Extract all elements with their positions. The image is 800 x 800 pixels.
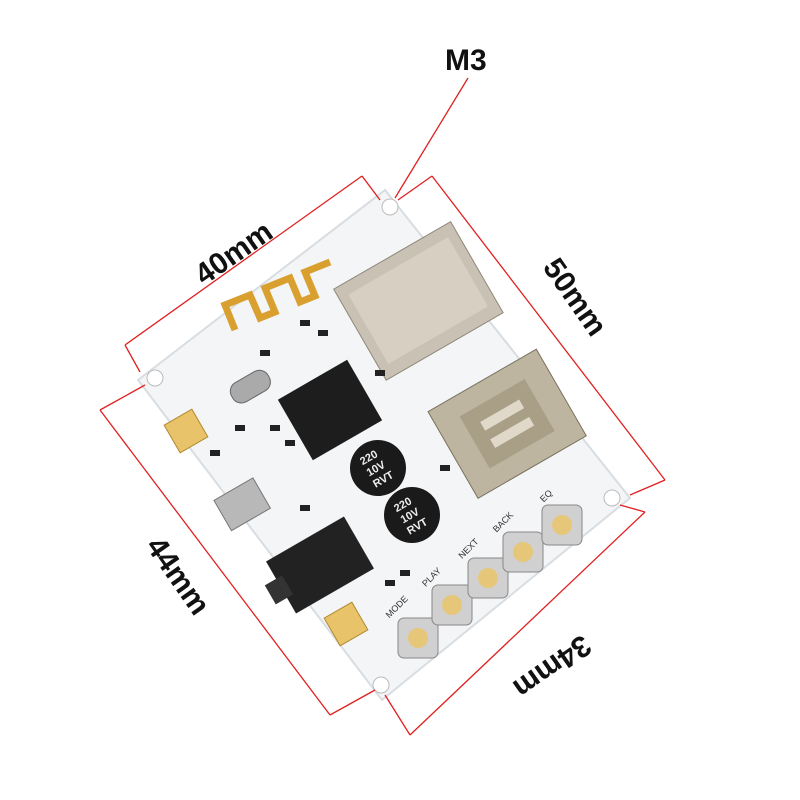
button-next[interactable]: NEXT [457, 536, 509, 599]
mount-hole-left [146, 369, 164, 387]
micro-usb-port [213, 477, 272, 532]
sd-card-slot [333, 221, 504, 381]
capacitor-1: 220 10V RVT [350, 440, 406, 496]
main-chip [277, 359, 383, 461]
audio-jack [264, 516, 374, 614]
height-right-label: 50mm [536, 252, 613, 342]
width-top-label: 40mm [189, 215, 279, 292]
crystal [229, 369, 271, 404]
speaker-pad [323, 601, 369, 647]
height-left-label: 44mm [139, 531, 216, 621]
power-pad [163, 408, 209, 454]
antenna-trace [220, 258, 332, 332]
hole-label: M3 [445, 44, 487, 77]
button-eq[interactable]: EQ [538, 488, 583, 546]
mount-hole-top [381, 198, 399, 216]
usb-port [427, 348, 587, 499]
mount-hole-bottom [372, 676, 390, 694]
mount-hole-right [603, 489, 621, 507]
capacitor-2: 220 10V RVT [384, 487, 440, 543]
smd-components [210, 320, 450, 586]
dimension-lines [99, 77, 666, 736]
width-bottom-label: 34mm [507, 628, 597, 705]
